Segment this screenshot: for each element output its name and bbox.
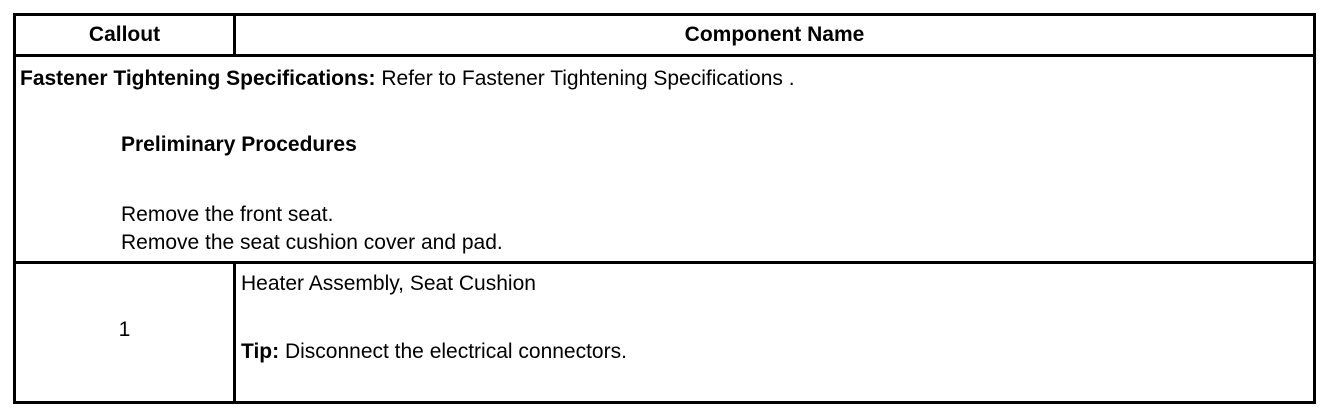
component-table: Callout Component Name Fastener Tighteni… (13, 13, 1316, 404)
preliminary-procedures-heading: Preliminary Procedures (121, 133, 357, 156)
fastener-spec-line: Fastener Tightening Specifications: Refe… (20, 65, 795, 93)
tip-line: Tip: Disconnect the electrical connector… (241, 338, 627, 366)
table-row: 1 Heater Assembly, Seat Cushion Tip: Dis… (16, 264, 1313, 401)
callout-cell: 1 (16, 264, 236, 401)
header-component-name: Component Name (684, 23, 865, 46)
fastener-spec-label: Fastener Tightening Specifications: (20, 67, 376, 90)
tip-label: Tip: (241, 340, 280, 363)
procedure-step: Remove the seat cushion cover and pad. (121, 231, 503, 254)
component-cell: Heater Assembly, Seat Cushion Tip: Disco… (236, 264, 1313, 401)
header-callout: Callout (16, 16, 236, 54)
table-header-row: Callout Component Name (16, 16, 1313, 57)
fastener-spec-text: Refer to Fastener Tightening Specificati… (375, 67, 795, 90)
callout-number: 1 (118, 318, 131, 341)
procedure-step: Remove the front seat. (121, 203, 334, 226)
tip-text: Disconnect the electrical connectors. (279, 340, 627, 363)
info-row: Fastener Tightening Specifications: Refe… (16, 57, 1313, 264)
component-name: Heater Assembly, Seat Cushion (241, 272, 536, 295)
